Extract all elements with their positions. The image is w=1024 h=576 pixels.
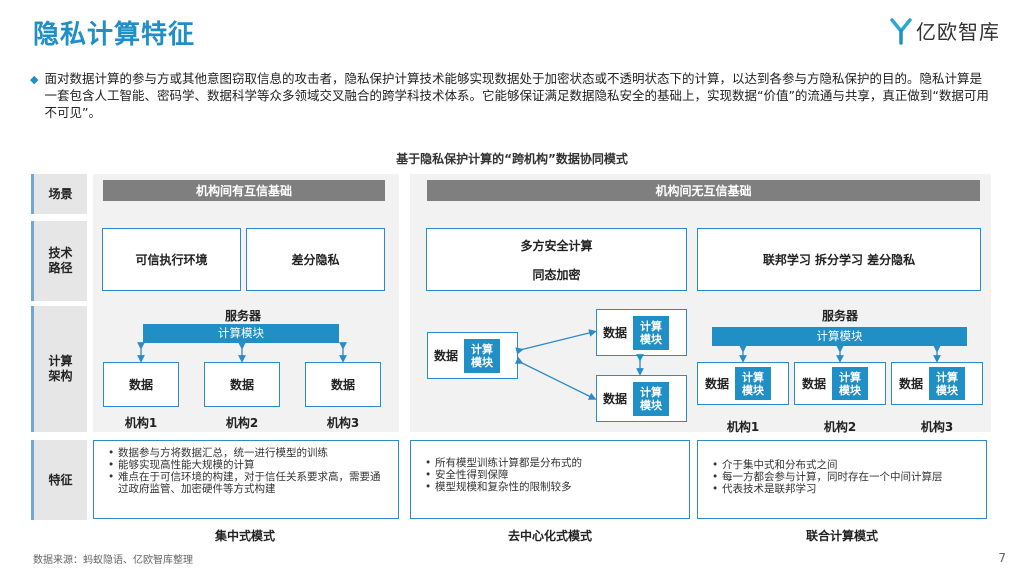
features-federated: 介于集中式和分布式之间 每一方都会参与计算，同时存在一个中间计算层 代表技术是联… <box>697 440 987 519</box>
node-top-decentralized: 数据 计算 模块 <box>596 309 687 356</box>
tech-mpc-label: 多方安全计算 <box>520 238 593 253</box>
data-box-c2: 数据 <box>204 362 280 407</box>
feature-item: 代表技术是联邦学习 <box>712 483 978 495</box>
feature-item: 所有模型训练计算都是分布式的 <box>425 457 681 469</box>
compute-module-f3: 计算 模块 <box>929 367 966 400</box>
compute-module-dl: 计算 模块 <box>464 338 501 373</box>
data-label-f1: 数据 <box>705 377 730 391</box>
features-decentralized: 所有模型训练计算都是分布式的 安全性得到保障 模型规模和复杂性的限制较多 <box>410 440 690 519</box>
org3-label-federated: 机构3 <box>920 420 954 434</box>
intro-paragraph: ◆ 面对数据计算的参与方或其他意图窃取信息的攻击者，隐私保护计算技术能够实现数据… <box>30 70 990 121</box>
logo: 亿欧智库 <box>890 16 1000 45</box>
row-label-architecture: 计算 架构 <box>31 306 87 432</box>
diagram-title: 基于隐私保护计算的“跨机构”数据协同模式 <box>396 152 628 166</box>
org2-label-centralized: 机构2 <box>225 416 259 430</box>
data-label-f3: 数据 <box>899 377 924 391</box>
node-fed-1: 数据 计算 模块 <box>697 362 789 405</box>
tech-mpc-he-box: 多方安全计算 同态加密 <box>426 228 687 291</box>
server-label-federated: 服务器 <box>821 309 858 323</box>
compute-module-federated: 计算模块 <box>712 327 967 346</box>
data-label-dl: 数据 <box>434 349 459 363</box>
compute-module-f2: 计算 模块 <box>832 367 869 400</box>
feature-item: 难点在于可信环境的构建，对于信任关系要求高，需要通过政府监管、加密硬件等方式构建 <box>108 471 390 495</box>
row-label-tech-path: 技术 路径 <box>31 221 87 301</box>
org1-label-federated: 机构1 <box>726 420 760 434</box>
feature-item: 能够实现高性能大规模的计算 <box>108 459 390 471</box>
node-fed-3: 数据 计算 模块 <box>891 362 983 405</box>
data-label-f2: 数据 <box>802 377 827 391</box>
org2-label-federated: 机构2 <box>823 420 857 434</box>
mode-centralized: 集中式模式 <box>214 529 275 543</box>
features-centralized: 数据参与方将数据汇总，统一进行模型的训练 能够实现高性能大规模的计算 难点在于可… <box>93 440 399 519</box>
org1-label-centralized: 机构1 <box>124 416 158 430</box>
feature-item: 数据参与方将数据汇总，统一进行模型的训练 <box>108 447 390 459</box>
compute-module-dt: 计算 模块 <box>633 315 670 350</box>
row-label-scene: 场景 <box>31 174 87 214</box>
scene-trusted-bar: 机构间有互信基础 <box>103 180 385 201</box>
intro-text: 面对数据计算的参与方或其他意图窃取信息的攻击者，隐私保护计算技术能够实现数据处于… <box>44 71 989 120</box>
server-label-centralized: 服务器 <box>224 309 261 323</box>
data-box-c1: 数据 <box>103 362 179 407</box>
compute-module-f1: 计算 模块 <box>735 367 772 400</box>
org3-label-centralized: 机构3 <box>326 416 360 430</box>
logo-text: 亿欧智库 <box>916 20 1000 44</box>
feature-item: 介于集中式和分布式之间 <box>712 459 978 471</box>
tech-he-label: 同态加密 <box>532 267 581 282</box>
mode-decentralized: 去中心化式模式 <box>507 529 592 543</box>
diamond-bullet-icon: ◆ <box>30 73 39 86</box>
node-fed-2: 数据 计算 模块 <box>794 362 886 405</box>
mode-federated: 联合计算模式 <box>805 529 878 543</box>
row-label-features: 特征 <box>31 440 87 520</box>
data-box-c3: 数据 <box>305 362 381 407</box>
node-left-decentralized: 数据 计算 模块 <box>427 332 518 379</box>
logo-icon <box>890 17 912 45</box>
compute-module-centralized: 计算模块 <box>143 324 339 343</box>
feature-item: 模型规模和复杂性的限制较多 <box>425 481 681 493</box>
data-source: 数据来源：蚂蚁隐语、亿欧智库整理 <box>33 555 193 566</box>
data-label-db: 数据 <box>603 392 628 406</box>
node-bottom-decentralized: 数据 计算 模块 <box>596 375 687 422</box>
scene-untrusted-bar: 机构间无互信基础 <box>427 180 980 201</box>
tech-dp-box: 差分隐私 <box>246 228 385 291</box>
page-title: 隐私计算特征 <box>33 20 196 50</box>
data-label-dt: 数据 <box>603 326 628 340</box>
compute-module-db: 计算 模块 <box>633 381 670 416</box>
feature-item: 每一方都会参与计算，同时存在一个中间计算层 <box>712 471 978 483</box>
tech-fl-box: 联邦学习 拆分学习 差分隐私 <box>697 228 981 291</box>
page-number: 7 <box>998 551 1006 565</box>
feature-item: 安全性得到保障 <box>425 469 681 481</box>
tech-tee-box: 可信执行环境 <box>102 228 241 291</box>
